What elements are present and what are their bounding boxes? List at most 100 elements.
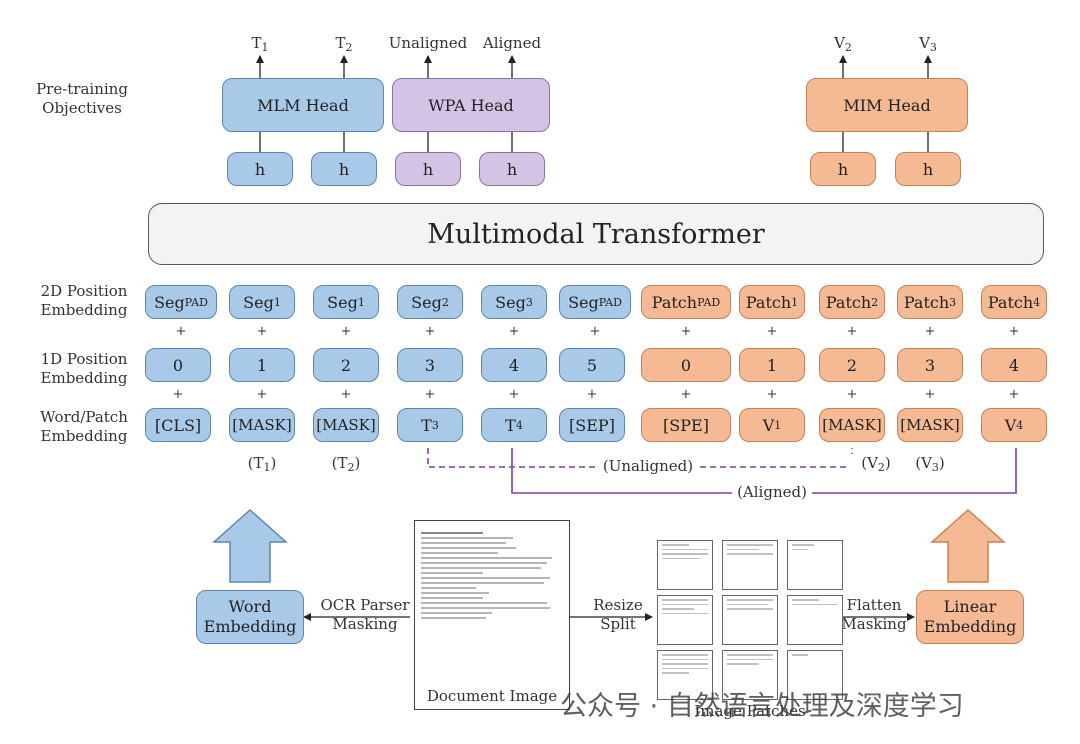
token-embed-6: [SPE] [641,408,731,442]
pos-embed-2: 2 [313,348,379,382]
image-patches-caption: Image Patches [694,702,806,720]
image-patch [787,595,843,645]
document-image-caption: Document Image [415,687,569,706]
mask-target-v3: (V3) [915,454,945,474]
pos-embed-8: 2 [819,348,885,382]
plus-sign: + [508,387,520,402]
pos-embed-4: 4 [481,348,547,382]
image-patch [787,650,843,700]
image-patch [787,540,843,590]
plus-sign: + [508,324,520,339]
plus-sign: + [924,324,936,339]
document-image: Document Image [414,520,570,710]
plus-sign: + [175,324,187,339]
pos-embed-5: 5 [559,348,625,382]
mask-target-t1: (T1) [247,454,277,474]
plus-sign: + [1008,387,1020,402]
wpa-head: WPA Head [392,78,550,132]
unaligned-link-label: (Unaligned) [602,457,694,475]
plus-sign: + [766,324,778,339]
output-v2: V2 [834,34,852,54]
plus-sign: + [589,324,601,339]
pos-embed-10: 4 [981,348,1047,382]
plus-sign: + [680,324,692,339]
plus-sign: + [766,387,778,402]
hidden-h-5: h [810,152,876,186]
image-patch [722,540,778,590]
image-patch [722,595,778,645]
output-t2: T2 [335,34,353,54]
plus-sign: + [340,387,352,402]
plus-sign: + [680,387,692,402]
pos-embed-6: 0 [641,348,731,382]
output-unaligned: Unaligned [388,34,468,52]
image-patch [657,540,713,590]
multimodal-transformer: Multimodal Transformer [148,203,1044,265]
pos-embed-9: 3 [897,348,963,382]
plus-sign: + [424,324,436,339]
mim-head: MIM Head [806,78,968,132]
plus-sign: + [256,324,268,339]
plus-sign: + [424,387,436,402]
image-patch [657,595,713,645]
image-up-arrow [930,508,1006,583]
pos-embed-1: 1 [229,348,295,382]
token-embed-0: [CLS] [145,408,211,442]
hidden-h-2: h [311,152,377,186]
token-embed-8: [MASK] [819,408,885,442]
plus-sign: + [256,387,268,402]
hidden-h-1: h [227,152,293,186]
hidden-h-3: h [395,152,461,186]
plus-sign: + [586,387,598,402]
token-embed-9: [MASK] [897,408,963,442]
plus-sign: + [846,387,858,402]
aligned-link-label: (Aligned) [737,483,807,501]
output-t1: T1 [251,34,269,54]
image-patch [722,650,778,700]
watermark: 公众号 · 自然语言处理及深度学习 [560,691,964,722]
token-embed-5: [SEP] [559,408,625,442]
plus-sign: + [1008,324,1020,339]
pos-embed-7: 1 [739,348,805,382]
hidden-h-4: h [479,152,545,186]
mask-target-v2: (V2) [850,454,902,477]
pos-embed-3: 3 [397,348,463,382]
output-aligned: Aligned [482,34,542,52]
plus-sign: + [172,387,184,402]
plus-sign: + [924,387,936,402]
mask-target-t2: (T2) [331,454,361,474]
image-patch [657,650,713,700]
word-up-arrow [212,508,288,583]
aligned-link [511,448,1017,494]
plus-sign: + [340,324,352,339]
token-embed-1: [MASK] [229,408,295,442]
hidden-h-6: h [895,152,961,186]
pos-embed-0: 0 [145,348,211,382]
mlm-head: MLM Head [222,78,384,132]
plus-sign: + [846,324,858,339]
output-v3: V3 [919,34,937,54]
